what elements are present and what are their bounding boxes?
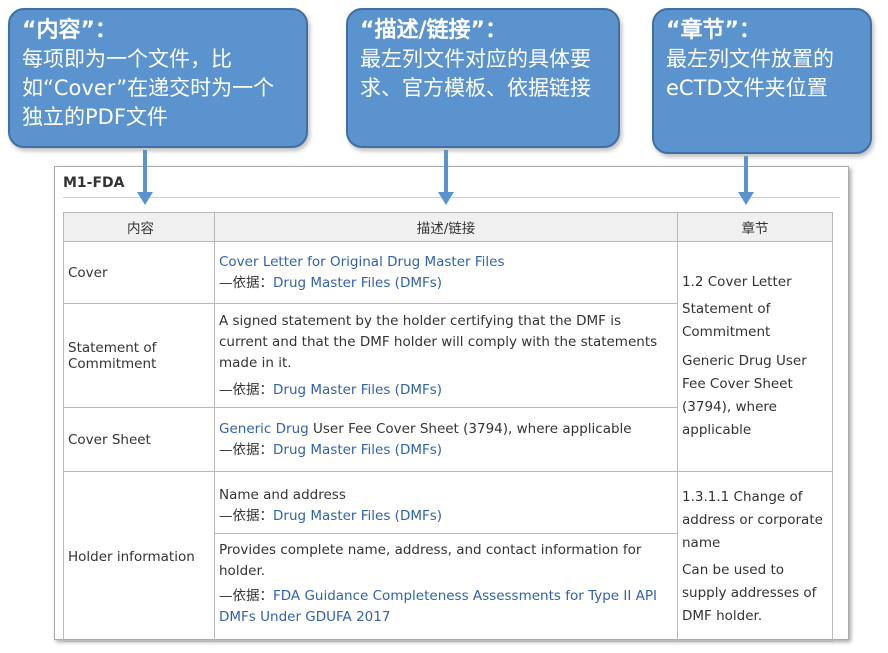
section-text: Statement of Commitment xyxy=(682,301,771,340)
section-text: Generic Drug User Fee Cover Sheet (3794)… xyxy=(682,353,807,438)
basis-label: —依据： xyxy=(219,588,273,604)
table-row: Cover Cover Letter for Original Drug Mas… xyxy=(63,241,833,472)
row-description: A signed statement by the holder certify… xyxy=(219,312,658,371)
section-text: Can be used to supply addresses of DMF h… xyxy=(682,561,817,624)
fda-guidance-link[interactable]: FDA Guidance Completeness Assessments fo… xyxy=(219,588,657,625)
basis-label: —依据： xyxy=(219,274,273,291)
section-text: 1.2 Cover Letter xyxy=(682,274,792,290)
arrow-down-icon xyxy=(438,150,454,205)
basis-label: —依据： xyxy=(219,381,273,398)
header-description: 描述/链接 xyxy=(214,212,678,242)
row-description: User Fee Cover Sheet (3794), where appli… xyxy=(308,420,632,437)
m1-fda-table: 内容 描述/链接 章节 Cover Cover Letter for Origi… xyxy=(63,212,833,642)
callout-section: “章节”： 最左列文件放置的eCTD文件夹位置 xyxy=(652,8,872,154)
dmf-link[interactable]: Drug Master Files (DMFs) xyxy=(273,508,443,524)
row-name: Cover Sheet xyxy=(63,407,215,472)
row-name: Holder information xyxy=(63,471,215,642)
dmf-link[interactable]: Drug Master Files (DMFs) xyxy=(273,274,443,291)
callout-title: “章节”： xyxy=(666,18,761,43)
callout-title: “内容”： xyxy=(22,18,117,43)
callout-content: “内容”： 每项即为一个文件，比如“Cover”在递交时为一个独立的PDF文件 xyxy=(8,8,308,148)
row-description: Name and address xyxy=(219,487,346,503)
callout-body: 每项即为一个文件，比如“Cover”在递交时为一个独立的PDF文件 xyxy=(22,47,275,129)
callout-body: 最左列文件对应的具体要求、官方模板、依据链接 xyxy=(360,47,591,100)
table-row: Statement of Commitment A signed stateme… xyxy=(63,303,833,408)
callout-description: “描述/链接”： 最左列文件对应的具体要求、官方模板、依据链接 xyxy=(346,8,620,148)
section-text: 1.3.1.1 Change of address or corporate n… xyxy=(682,488,823,551)
arrow-down-icon xyxy=(137,150,153,205)
callout-body: 最左列文件放置的eCTD文件夹位置 xyxy=(666,47,834,100)
arrow-down-icon xyxy=(738,156,754,205)
dmf-link[interactable]: Drug Master Files (DMFs) xyxy=(273,381,443,398)
panel-title: M1-FDA xyxy=(63,175,125,191)
section-cell: 1.3.1.1 Change of address or corporate n… xyxy=(677,471,833,642)
callout-title: “描述/链接”： xyxy=(360,18,507,43)
basis-label: —依据： xyxy=(219,508,273,524)
section-cell: 1.2 Cover Letter Statement of Commitment… xyxy=(677,241,833,472)
header-section: 章节 xyxy=(677,212,833,242)
m1-fda-panel: M1-FDA 内容 描述/链接 章节 Cover Cover Letter fo… xyxy=(54,166,849,642)
row-name: Statement of Commitment xyxy=(63,303,215,408)
dmf-link[interactable]: Drug Master Files (DMFs) xyxy=(273,441,443,458)
header-content: 内容 xyxy=(63,212,215,242)
cover-letter-link[interactable]: Cover Letter for Original Drug Master Fi… xyxy=(219,253,505,270)
row-description: Provides complete name, address, and con… xyxy=(219,542,642,579)
table-header-row: 内容 描述/链接 章节 xyxy=(63,212,833,242)
table-row: Cover Sheet Generic Drug User Fee Cover … xyxy=(63,407,833,472)
generic-drug-link[interactable]: Generic Drug xyxy=(219,420,309,437)
basis-label: —依据： xyxy=(219,441,273,458)
table-row: Holder information Name and address —依据：… xyxy=(63,471,833,642)
row-name: Cover xyxy=(63,241,215,304)
